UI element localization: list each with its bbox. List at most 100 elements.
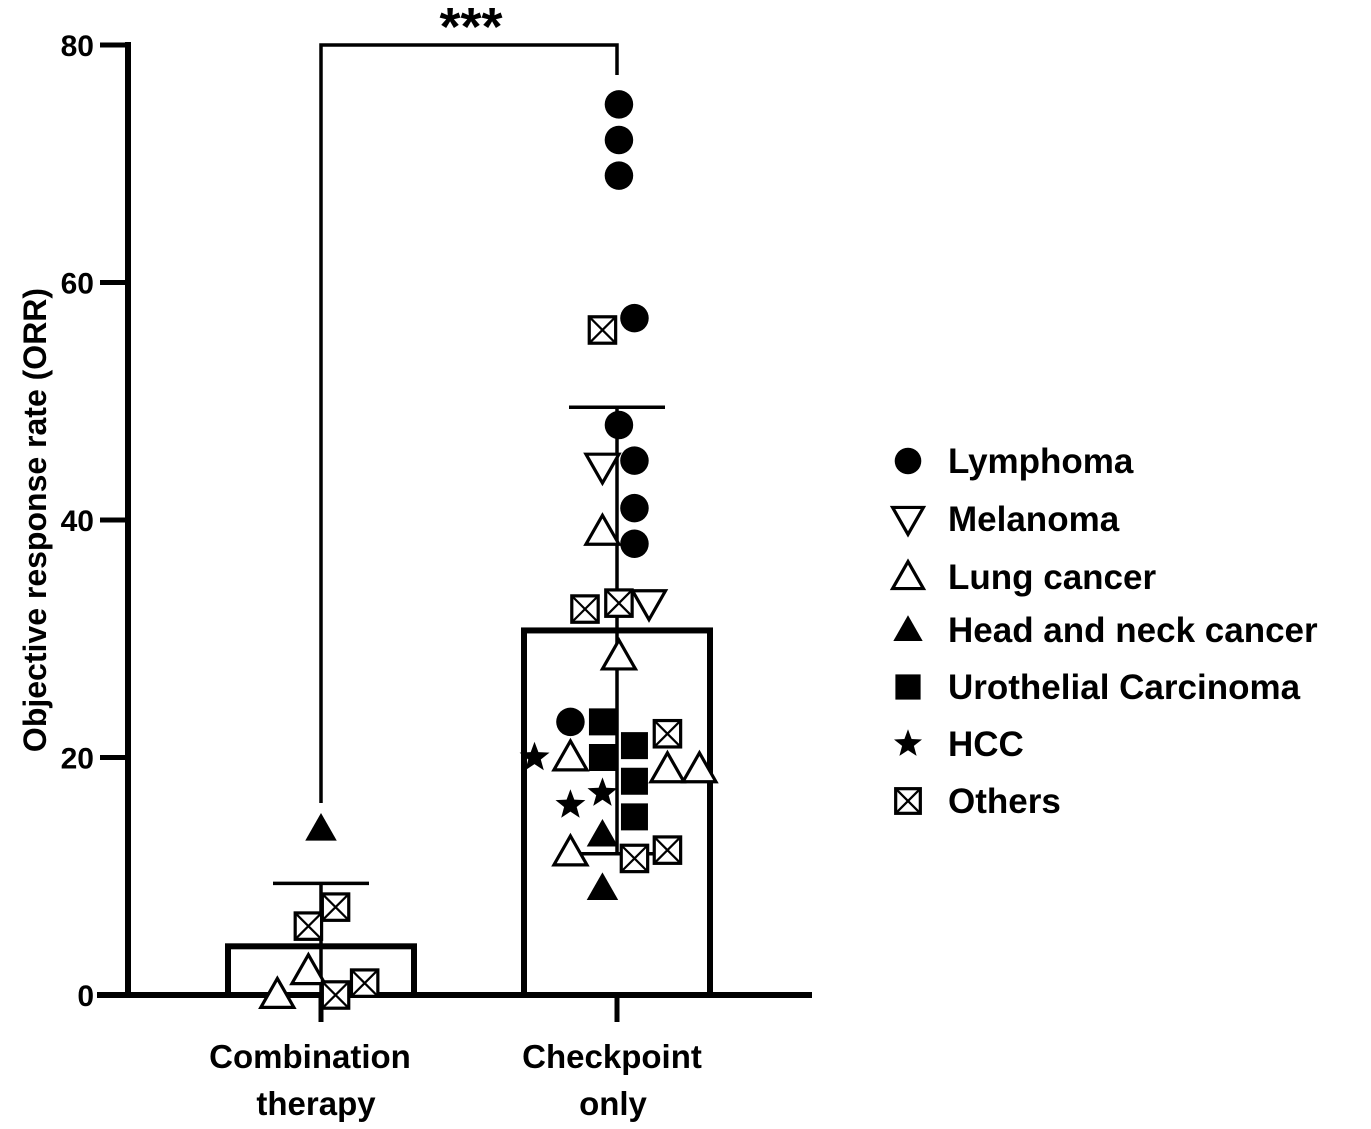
legend-marker-melanoma-shape: [889, 505, 927, 538]
point-1-lung: [289, 951, 328, 986]
y-tick-label-3: 60: [61, 268, 94, 301]
point-6-headneck: [305, 813, 337, 841]
point-39-headneck: [586, 872, 619, 900]
category-label-0-line2: therapy: [256, 1085, 376, 1122]
point-13-lymphoma: [620, 493, 649, 523]
point-33-urothelial: [620, 767, 648, 795]
category-label-1-line2: only: [579, 1085, 647, 1122]
point-19-lung: [583, 512, 622, 546]
y-tick-label-4: 80: [61, 30, 94, 63]
legend-marker-lymphoma: [894, 447, 922, 475]
legend-marker-others-cross-b: [894, 787, 922, 815]
legend-marker-melanoma: [889, 505, 927, 538]
point-11-lymphoma-shape: [604, 410, 634, 440]
data-points: [258, 90, 719, 1010]
point-12-lymphoma-shape: [620, 446, 649, 475]
point-6-headneck-shape: [305, 813, 337, 841]
point-36-hcc-shape: [587, 777, 618, 806]
point-29-others-cross-b: [620, 844, 649, 873]
point-10-lymphoma-shape: [620, 303, 649, 333]
bracket-line: [319, 43, 619, 803]
legend-marker-lung: [889, 558, 927, 591]
point-4-others: [320, 980, 351, 1010]
point-31-urothelial: [620, 732, 648, 760]
point-29-others: [619, 843, 650, 874]
legend-label-lymphoma: Lymphoma: [948, 442, 1134, 481]
point-3-others-cross-b: [321, 893, 350, 922]
point-14-lymphoma-shape: [620, 529, 649, 558]
point-15-lymphoma-shape: [556, 707, 585, 737]
legend-marker-hcc-shape: [894, 729, 922, 756]
point-34-urothelial-shape: [620, 803, 648, 831]
point-16-others-cross-b: [588, 316, 617, 344]
point-35-hcc-shape: [519, 741, 550, 771]
point-17-melanoma-shape: [583, 452, 622, 487]
legend-label-lung: Lung cancer: [948, 558, 1156, 597]
point-39-headneck-shape: [586, 872, 619, 900]
category-label-1-line1: Checkpoint: [522, 1038, 702, 1075]
point-26-others: [604, 588, 634, 618]
legend-marker-headneck: [893, 615, 923, 642]
point-7-lymphoma-shape: [604, 90, 634, 119]
point-34-urothelial: [620, 803, 648, 831]
legend-marker-headneck-shape: [893, 615, 923, 642]
significance-bracket: ***: [319, 0, 619, 803]
point-27-others: [652, 718, 683, 749]
legend-marker-lymphoma-shape: [894, 447, 922, 475]
point-36-hcc: [587, 777, 618, 806]
point-2-others: [293, 911, 324, 941]
legend-label-hcc: HCC: [948, 725, 1024, 764]
point-20-lung: [599, 636, 639, 671]
point-33-urothelial-shape: [620, 767, 648, 795]
axes: [97, 42, 812, 998]
point-23-lung-shape: [680, 749, 719, 784]
legend-marker-lung-shape: [889, 558, 927, 591]
point-30-urothelial-shape: [588, 708, 616, 736]
point-21-lung: [551, 737, 590, 772]
point-13-lymphoma-shape: [620, 493, 649, 523]
point-37-hcc-shape: [555, 789, 586, 818]
point-24-lung-shape: [551, 832, 590, 867]
point-22-lung: [648, 749, 687, 784]
point-32-urothelial-shape: [588, 744, 616, 771]
point-3-others: [320, 892, 351, 922]
point-16-others: [587, 315, 618, 345]
point-8-lymphoma: [604, 125, 634, 155]
legend-label-headneck: Head and neck cancer: [948, 611, 1318, 650]
point-26-others-cross-b: [604, 589, 633, 618]
point-18-melanoma: [629, 589, 669, 623]
point-21-lung-shape: [551, 737, 590, 772]
point-24-lung: [551, 832, 590, 867]
point-27-others-cross-b: [653, 719, 682, 748]
point-14-lymphoma: [620, 529, 649, 558]
point-9-lymphoma-shape: [604, 161, 634, 190]
legend-marker-hcc: [894, 729, 922, 756]
point-38-headneck-shape: [586, 818, 619, 847]
legend-marker-urothelial-shape: [895, 674, 921, 700]
point-17-melanoma: [583, 452, 622, 487]
point-28-others: [652, 835, 683, 865]
point-20-lung-shape: [599, 636, 639, 671]
legend-label-urothelial: Urothelial Carcinoma: [948, 668, 1301, 707]
point-5-others-cross-b: [350, 969, 379, 998]
point-7-lymphoma: [604, 90, 634, 119]
point-28-others-cross-b: [653, 836, 682, 865]
point-23-lung: [680, 749, 719, 784]
category-labels: Combination therapy Checkpoint only: [209, 1038, 702, 1122]
point-25-others-cross-b: [571, 595, 599, 624]
legend-marker-urothelial: [895, 674, 921, 700]
y-tick-label-1: 20: [61, 743, 94, 776]
point-15-lymphoma: [556, 707, 585, 737]
point-18-melanoma-shape: [629, 589, 669, 623]
point-0-lung: [258, 975, 297, 1009]
y-tick-label-2: 40: [61, 505, 94, 538]
legend-label-melanoma: Melanoma: [948, 500, 1120, 539]
point-8-lymphoma-shape: [604, 125, 634, 155]
significance-label: ***: [439, 0, 502, 57]
y-axis-label: Objective response rate (ORR): [17, 288, 53, 752]
legend-marker-others: [894, 787, 922, 815]
y-tick-label-0: 0: [77, 980, 94, 1013]
point-25-others: [570, 594, 600, 624]
